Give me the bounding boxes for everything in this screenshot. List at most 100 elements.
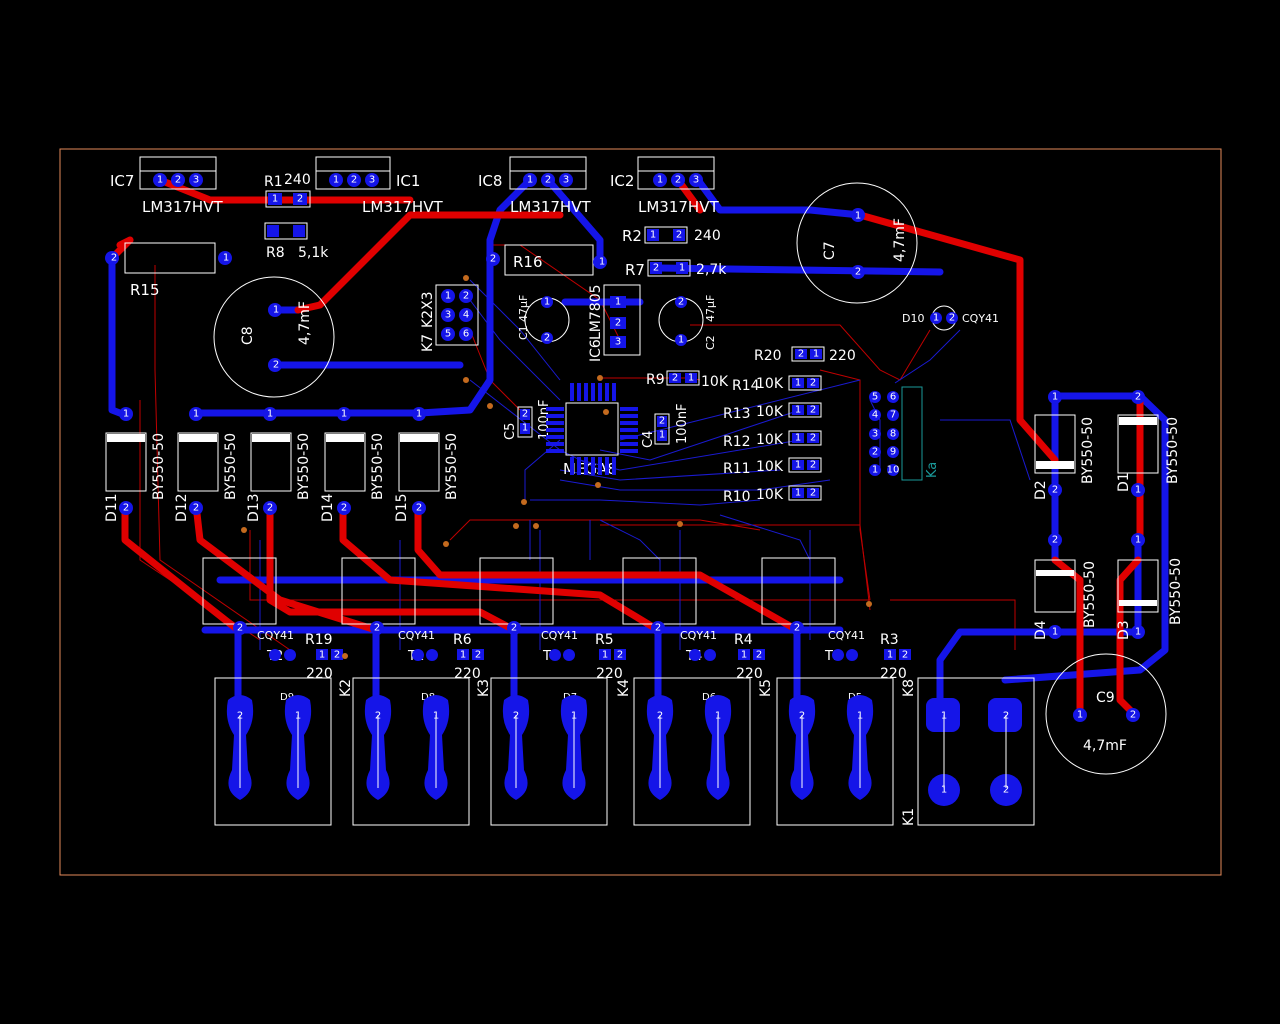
c4-label: C4 [641, 431, 656, 448]
regulator-ic8: IC8 LM317HVT [478, 156, 591, 216]
t4-part: CQY41 [680, 629, 717, 642]
svg-text:2: 2 [475, 650, 481, 661]
ic1-pads: 1 2 3 [329, 173, 379, 187]
regulator-ic1: IC1 LM317HVT [315, 156, 443, 216]
svg-text:1: 1 [1135, 535, 1141, 546]
svg-text:1: 1 [941, 785, 947, 796]
diode-d12: D12 BY550-50 [174, 432, 239, 522]
ic1-part: LM317HVT [362, 198, 443, 216]
svg-text:1: 1 [223, 253, 229, 264]
ic7-part: LM317HVT [142, 198, 223, 216]
diode-d11: D11 BY550-50 [104, 432, 167, 522]
svg-text:2: 2 [675, 175, 681, 186]
svg-text:2: 2 [855, 267, 861, 278]
capacitor-c9: C9 4,7mF [1045, 653, 1167, 775]
svg-text:1: 1 [657, 175, 663, 186]
svg-text:5: 5 [872, 392, 878, 403]
svg-text:1: 1 [795, 433, 801, 444]
component-pads: 1 2 3 1 2 3 1 2 3 1 2 3 1 2 1 2 2 1 2 1 … [105, 173, 1145, 796]
d10-label: D10 [902, 312, 924, 325]
ic8-pads: 1 2 3 [523, 173, 573, 187]
c5-label: C5 [503, 423, 518, 440]
svg-text:6: 6 [890, 392, 896, 403]
r19-label: R19 [305, 632, 333, 648]
c7-label: C7 [822, 241, 838, 260]
c4-value: 100nF [675, 403, 690, 444]
svg-text:1: 1 [123, 409, 129, 420]
svg-text:3: 3 [369, 175, 375, 186]
svg-text:2: 2 [902, 650, 908, 661]
ic8-label: IC8 [478, 172, 502, 190]
svg-text:7: 7 [890, 410, 896, 421]
svg-text:4: 4 [463, 310, 469, 321]
svg-text:6: 6 [463, 329, 469, 340]
c5-value: 100nF [537, 399, 552, 440]
k4-label: K4 [616, 679, 632, 697]
svg-text:1: 1 [1052, 392, 1058, 403]
svg-text:9: 9 [890, 447, 896, 458]
k3-label: K3 [476, 679, 492, 697]
svg-text:2: 2 [657, 711, 663, 722]
ic2-part: LM317HVT [638, 198, 719, 216]
r4-value: 220 [736, 666, 763, 682]
svg-text:1: 1 [659, 430, 665, 441]
svg-text:1: 1 [741, 650, 747, 661]
k2x3-label: K2X3 [420, 291, 436, 328]
diode-d2: D2 BY550-50 [1033, 414, 1096, 500]
svg-text:2: 2 [237, 711, 243, 722]
capacitor-c8: C8 4,7mF [213, 276, 335, 398]
resistor-r9: R9 10K [646, 370, 729, 390]
svg-text:2: 2 [810, 405, 816, 416]
resistor-r12: R12 10K [723, 430, 822, 450]
svg-text:2: 2 [1052, 535, 1058, 546]
r2-label: R2 [622, 227, 642, 245]
svg-text:2: 2 [511, 623, 517, 634]
svg-text:1: 1 [193, 409, 199, 420]
r3-value: 220 [880, 666, 907, 682]
svg-text:2: 2 [416, 503, 422, 514]
svg-text:1: 1 [599, 257, 605, 268]
svg-text:1: 1 [1135, 627, 1141, 638]
svg-text:2: 2 [872, 447, 878, 458]
svg-text:2: 2 [653, 263, 659, 274]
svg-text:2: 2 [799, 711, 805, 722]
resistor-r16: R16 [504, 244, 594, 276]
svg-text:1: 1 [813, 349, 819, 360]
svg-text:2: 2 [678, 297, 684, 308]
resistor-r2: R2 240 [622, 226, 721, 245]
svg-text:2: 2 [655, 623, 661, 634]
d13-part: BY550-50 [296, 433, 312, 500]
capacitor-c2: C2 47µF [658, 295, 717, 350]
svg-text:2: 2 [334, 650, 340, 661]
board-outline [59, 148, 1222, 876]
svg-text:2: 2 [522, 409, 528, 420]
svg-text:2: 2 [351, 175, 357, 186]
d4-label: D4 [1033, 620, 1049, 640]
k7-label: K7 [420, 334, 436, 352]
svg-text:2: 2 [490, 254, 496, 265]
svg-text:1: 1 [857, 711, 863, 722]
t2-part: CQY41 [257, 629, 294, 642]
svg-text:2: 2 [1003, 785, 1009, 796]
d13-label: D13 [246, 493, 262, 522]
d1-part: BY550-50 [1165, 417, 1181, 484]
d12-label: D12 [174, 493, 190, 522]
svg-text:1: 1 [416, 409, 422, 420]
svg-text:1: 1 [333, 175, 339, 186]
k5-label: K5 [758, 679, 774, 697]
diode-d3: D3 BY550-50 [1116, 558, 1184, 640]
svg-text:3: 3 [693, 175, 699, 186]
svg-text:8: 8 [890, 429, 896, 440]
r6-label: R6 [453, 632, 472, 648]
svg-text:1: 1 [872, 465, 878, 476]
svg-text:2: 2 [123, 503, 129, 514]
r19-value: 220 [306, 666, 333, 682]
svg-text:2: 2 [672, 373, 678, 384]
svg-text:1: 1 [678, 335, 684, 346]
d11-label: D11 [104, 493, 120, 522]
vias [241, 275, 872, 659]
svg-text:2: 2 [617, 650, 623, 661]
diode-d1: D1 BY550-50 [1116, 414, 1181, 492]
r9-value: 10K [701, 374, 729, 390]
svg-text:1: 1 [295, 711, 301, 722]
